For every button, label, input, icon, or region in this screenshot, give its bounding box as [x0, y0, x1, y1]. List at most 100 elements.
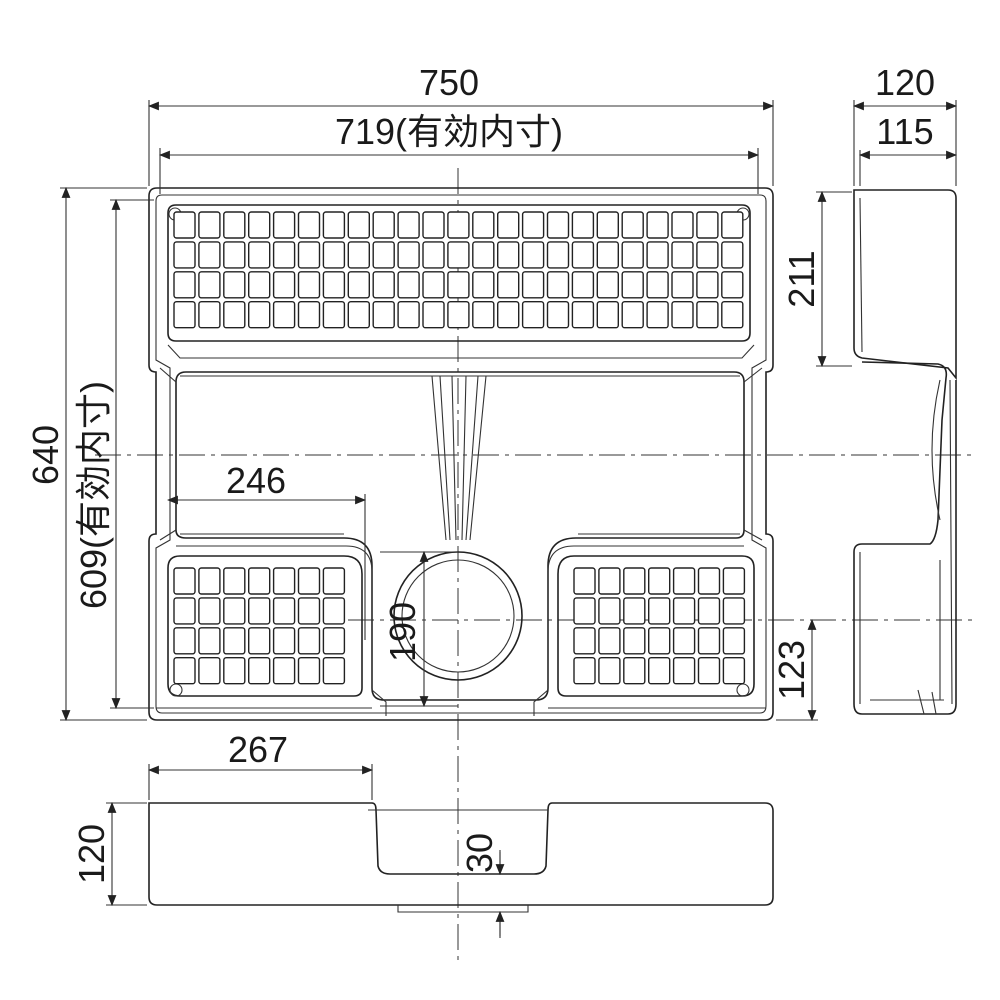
grid-cell — [372, 271, 395, 299]
grid-right-tray — [573, 567, 746, 685]
grid-cell — [372, 241, 395, 269]
grid-cell — [621, 271, 644, 299]
grid-cell — [173, 567, 196, 595]
grid-cell — [198, 271, 221, 299]
grid-cell — [546, 211, 570, 239]
grid-cell — [623, 657, 646, 685]
grid-cell — [173, 597, 196, 625]
grid-cell — [648, 627, 671, 655]
grid-cell — [497, 211, 520, 239]
grid-cell — [173, 271, 196, 299]
grid-cell — [198, 211, 221, 239]
grid-cell — [447, 301, 470, 329]
grid-cell — [198, 657, 221, 685]
grid-cell — [722, 567, 746, 595]
grid-cell — [472, 211, 495, 239]
grid-cell — [573, 657, 596, 685]
grid-cell — [247, 241, 271, 269]
grid-cell — [322, 241, 346, 269]
grid-cell — [347, 271, 370, 299]
grid-cell — [546, 241, 570, 269]
grid-cell — [623, 567, 646, 595]
grid-cell — [697, 567, 721, 595]
grid-cell — [322, 627, 346, 655]
grid-cell — [297, 211, 321, 239]
dimension-lines — [60, 100, 958, 938]
grid-cell — [173, 301, 196, 329]
grid-cell — [247, 657, 271, 685]
grid-cell — [672, 597, 696, 625]
grid-cell — [722, 657, 746, 685]
grid-cell — [198, 597, 221, 625]
grid-cell — [272, 627, 296, 655]
grid-cell — [671, 271, 694, 299]
grid-cell — [347, 241, 370, 269]
grid-cell — [223, 597, 246, 625]
grid-cell — [672, 567, 696, 595]
grid-cell — [521, 301, 545, 329]
grid-cell — [546, 301, 570, 329]
grid-cell — [397, 211, 420, 239]
grid-cell — [671, 211, 694, 239]
grid-cell — [223, 567, 246, 595]
grid-cell — [297, 627, 321, 655]
grid-cell — [297, 271, 321, 299]
grid-cell — [297, 567, 321, 595]
grid-cell — [598, 627, 621, 655]
grid-cell — [297, 657, 321, 685]
grid-cell — [397, 241, 420, 269]
dim-246: 246 — [226, 460, 286, 501]
grid-cell — [573, 567, 596, 595]
grid-cell — [497, 301, 520, 329]
dim-609: 609(有効内寸) — [73, 381, 114, 609]
grid-cell — [247, 597, 271, 625]
grid-cell — [223, 301, 246, 329]
grid-cell — [173, 657, 196, 685]
grid-cell — [173, 241, 196, 269]
grid-cell — [422, 211, 445, 239]
grid-cell — [272, 301, 296, 329]
grid-cell — [272, 597, 296, 625]
grid-cell — [247, 567, 271, 595]
grid-cell — [247, 301, 271, 329]
grid-cell — [696, 241, 719, 269]
grid-cell — [347, 301, 370, 329]
grid-cell — [521, 241, 545, 269]
grid-cell — [297, 241, 321, 269]
grid-cell — [598, 597, 621, 625]
grid-cell — [198, 567, 221, 595]
grid-cell — [621, 301, 644, 329]
grid-cell — [247, 627, 271, 655]
grid-cell — [297, 597, 321, 625]
grid-cell — [573, 627, 596, 655]
grid-cell — [322, 301, 346, 329]
grid-cell — [297, 301, 321, 329]
grid-cell — [648, 567, 671, 595]
grid-cell — [447, 241, 470, 269]
grid-cell — [623, 627, 646, 655]
plan-view — [148, 187, 774, 721]
grid-cell — [223, 627, 246, 655]
grid-cell — [272, 211, 296, 239]
grid-cell — [721, 241, 744, 269]
grid-cell — [372, 211, 395, 239]
grid-cell — [623, 597, 646, 625]
grid-cell — [571, 241, 595, 269]
grid-cell — [198, 241, 221, 269]
dim-30: 30 — [459, 833, 500, 873]
grid-cell — [596, 301, 619, 329]
grid-cell — [697, 627, 721, 655]
dim-front-120: 120 — [71, 824, 112, 884]
grid-cell — [571, 271, 595, 299]
grid-cell — [696, 211, 719, 239]
grid-cell — [173, 211, 196, 239]
grid-cell — [598, 567, 621, 595]
dim-640: 640 — [25, 425, 66, 485]
dim-750: 750 — [419, 62, 479, 103]
grid-cell — [422, 271, 445, 299]
grid-cell — [697, 657, 721, 685]
grid-left-tray — [173, 567, 346, 685]
grid-cell — [272, 567, 296, 595]
grid-cell — [422, 301, 445, 329]
grid-cell — [322, 271, 346, 299]
